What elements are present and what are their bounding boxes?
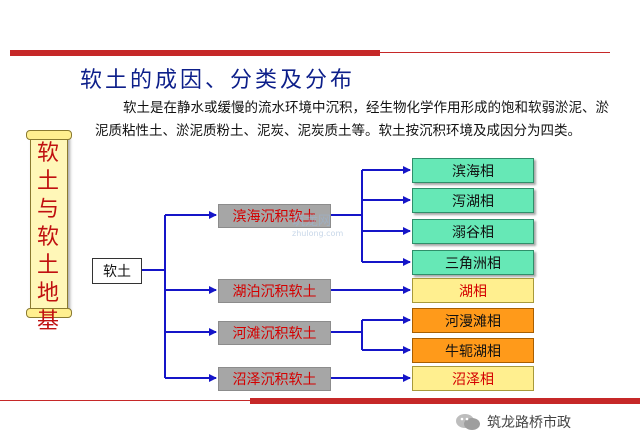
leaf-node: 滨海相	[412, 158, 534, 183]
leaf-label: 牛轭湖相	[445, 343, 501, 360]
top-red-bar	[10, 50, 380, 56]
leaf-node: 溺谷相	[412, 219, 534, 244]
leaf-label: 溺谷相	[452, 224, 494, 241]
scroll-char: 土	[36, 253, 59, 278]
leaf-label: 滨海相	[452, 163, 494, 180]
leaf-node: 牛轭湖相	[412, 338, 534, 363]
leaf-label: 泻湖相	[452, 193, 494, 210]
category-node: 湖泊沉积软土	[218, 279, 331, 303]
category-node: 河滩沉积软土	[218, 321, 331, 345]
center-watermark-sub: zhulong.com	[292, 229, 344, 238]
leaf-node: 泻湖相	[412, 188, 534, 213]
scroll-char: 地	[36, 281, 59, 306]
leaf-node: 河漫滩相	[412, 308, 534, 333]
category-node: 滨海沉积软土	[218, 204, 331, 228]
scroll-char: 基	[36, 309, 59, 334]
top-red-line	[380, 52, 610, 53]
scroll-char: 软	[36, 141, 59, 166]
scroll-text: 软 土 与 软 土 地 基	[30, 140, 66, 336]
root-node: 软土	[92, 258, 142, 284]
bottom-red-bar	[250, 398, 640, 404]
leaf-node: 湖相	[412, 278, 534, 303]
center-watermark-main: 筑龙网	[292, 214, 332, 229]
intro-paragraph: 软土是在静水或缓慢的流水环境中沉积，经生物化学作用形成的饱和软弱淤泥、淤泥质粘性…	[95, 100, 609, 139]
category-label: 湖泊沉积软土	[232, 284, 317, 300]
category-label: 滨海沉积软土	[232, 209, 317, 225]
leaf-label: 沼泽相	[452, 371, 494, 388]
leaf-node: 沼泽相	[412, 366, 534, 391]
category-label: 沼泽沉积软土	[232, 372, 317, 388]
leaf-label: 河漫滩相	[445, 313, 501, 330]
slide-title: 软土的成因、分类及分布	[80, 68, 356, 93]
scroll-char: 土	[36, 169, 59, 194]
scroll-top-roll	[26, 130, 72, 140]
category-label: 河滩沉积软土	[232, 326, 317, 342]
leaf-node: 三角洲相	[412, 250, 534, 275]
category-node: 沼泽沉积软土	[218, 367, 331, 391]
root-label: 软土	[103, 264, 131, 280]
side-scroll: 软 土 与 软 土 地 基	[26, 130, 72, 334]
scroll-bottom-roll	[26, 308, 72, 318]
scroll-char: 与	[36, 197, 59, 222]
leaf-label: 三角洲相	[445, 255, 501, 272]
scroll-char: 软	[36, 225, 59, 250]
bottom-red-line	[0, 400, 250, 401]
watermark-text: 筑龙路桥市政	[487, 415, 571, 431]
wechat-watermark: 筑龙路桥市政	[455, 412, 571, 432]
leaf-label: 湖相	[459, 283, 487, 300]
center-watermark: 筑龙网 zhulong.com	[292, 210, 343, 238]
wechat-icon	[455, 413, 481, 431]
